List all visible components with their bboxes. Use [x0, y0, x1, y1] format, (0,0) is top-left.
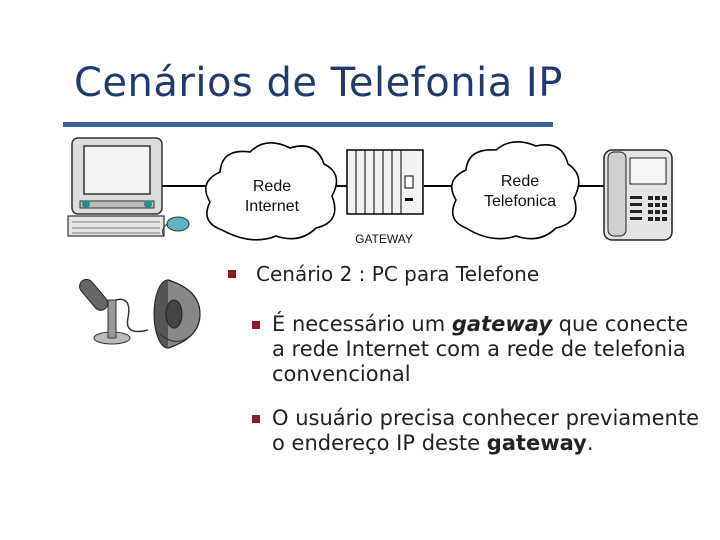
- sub-bullet-1-text-b: que conecte a rede Internet com a rede d…: [272, 312, 689, 386]
- speaker-icon: [153, 279, 201, 349]
- sub-bullet-1-bold: gateway: [451, 312, 552, 336]
- sub-bullet-2-bold: gateway: [486, 431, 587, 455]
- cloud-internet-icon: [204, 142, 338, 241]
- gateway-icon: [346, 149, 424, 215]
- cloud-phone-network-icon: [450, 141, 580, 240]
- microphone-icon: [79, 278, 149, 345]
- bullet-marker: [252, 415, 260, 423]
- cloud-phone-label-2: Telefonica: [484, 193, 556, 210]
- bullet-main: Cenário 2 : PC para Telefone: [256, 262, 540, 286]
- sub-bullet-2-text-b: .: [586, 431, 594, 455]
- bullet-marker: [252, 321, 260, 329]
- computer-icon: [67, 137, 190, 237]
- cloud-internet-label-2: Internet: [245, 198, 300, 215]
- bullet-marker: [228, 270, 236, 278]
- cloud-phone-label-1: Rede: [501, 173, 539, 190]
- sub-bullet-2-text-a: O usuário precisa conhecer previamente o…: [272, 406, 700, 455]
- gateway-label: GATEWAY: [355, 232, 413, 246]
- slide-title: Cenários de Telefonia IP: [74, 60, 563, 106]
- cloud-internet-label-1: Rede: [253, 178, 291, 195]
- title-underline: [63, 122, 553, 127]
- sub-bullet-1-text-a: É necessário um: [272, 312, 452, 336]
- telephone-icon: [603, 149, 673, 241]
